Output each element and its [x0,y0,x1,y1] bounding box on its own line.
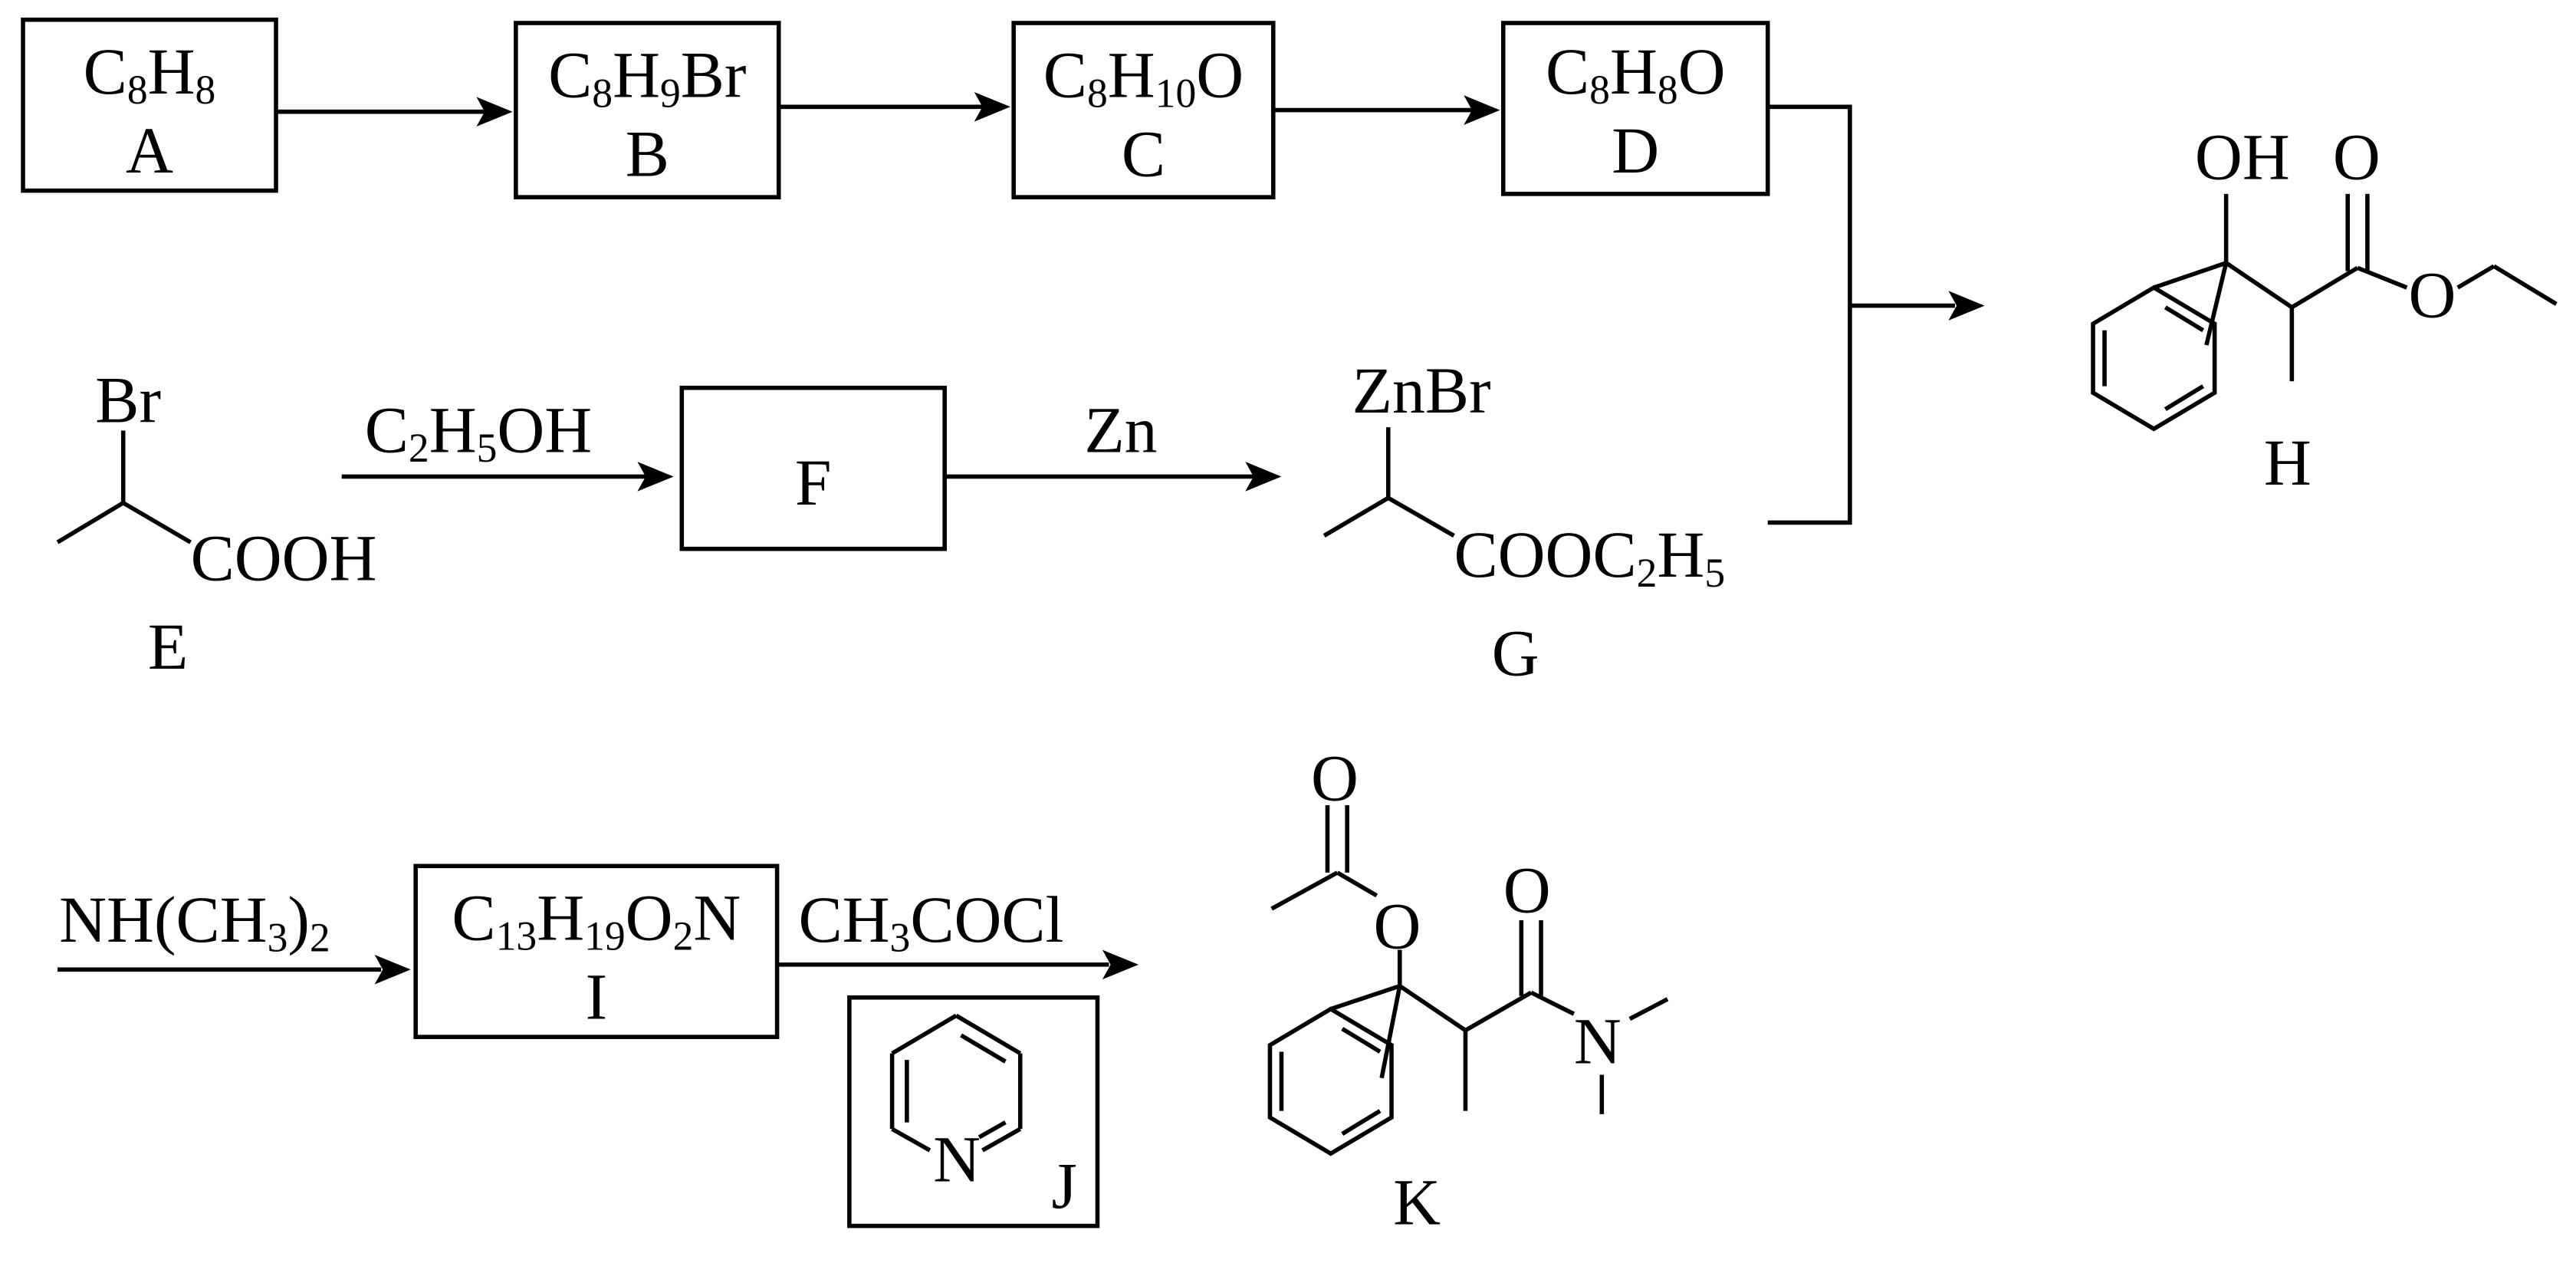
box-F [679,385,947,551]
compound-B: C8H9Br B [516,38,779,190]
compound-A: C8H8 A [23,35,276,187]
compound-C: C8H10O C [1014,38,1273,190]
K-amide-oxygen: O [1503,853,1551,927]
formula-D: C8H8O [1545,35,1726,113]
structure-K [1267,805,1669,1156]
arrow-B-to-C [778,92,1010,122]
formula-C: C8H10O [1043,38,1244,117]
structure-H [2091,193,2558,432]
H-hydroxyl: OH [2194,120,2290,194]
box-J [847,995,1100,1229]
label-F: F [794,445,832,520]
compound-I: C13H19O2N I [416,880,777,1033]
structure-E [56,430,192,544]
box-B [514,21,781,199]
label-I: I [585,959,608,1033]
H-ester-oxygen: O [2408,258,2456,332]
label-C: C [1121,116,1166,190]
arrow-amine-to-I [58,955,411,985]
label-B: B [625,116,669,190]
K-nitrogen: N [1573,1004,1622,1078]
arrow-E-to-F [341,462,674,492]
label-A: A [126,112,173,187]
structure-J [889,1013,1023,1153]
arrow-C-to-D [1273,95,1500,125]
formula-B: C8H9Br [548,38,747,117]
arrow-F-to-G [945,462,1282,492]
bracket-D-G-to-H [1767,104,1985,525]
formula-A: C8H8 [83,35,216,113]
label-D: D [1612,112,1660,187]
label-E: E [147,610,189,684]
formula-I: C13H19O2N [452,880,741,960]
K-ester-oxygen: O [1373,889,1421,963]
arrow-I-to-K [777,949,1139,980]
K-acetyl-oxygen: O [1311,741,1359,815]
box-A [21,17,278,193]
label-H: H [2263,426,2312,500]
label-J: J [1051,1148,1077,1223]
structure-G [1322,427,1455,538]
arrow-A-to-B [276,97,513,127]
reagent-dimethylamine: NH(CH3)2 [59,882,330,962]
label-K: K [1393,1165,1441,1239]
E-bromo: Br [95,363,162,438]
reagent-ethanol: C2H5OH [364,393,593,472]
G-zincbromide: ZnBr [1352,353,1491,428]
box-I [413,863,780,1039]
G-ester: COOC2H5 [1454,518,1726,597]
label-G: G [1491,616,1539,691]
E-carboxyl: COOH [190,521,377,595]
reagent-acetyl-chloride: CH3COCl [798,882,1064,962]
compound-D: C8H8O D [1503,35,1768,187]
J-nitrogen: N [933,1122,981,1197]
reagent-zinc: Zn [1084,393,1158,467]
H-carbonyl-oxygen: O [2332,120,2380,194]
